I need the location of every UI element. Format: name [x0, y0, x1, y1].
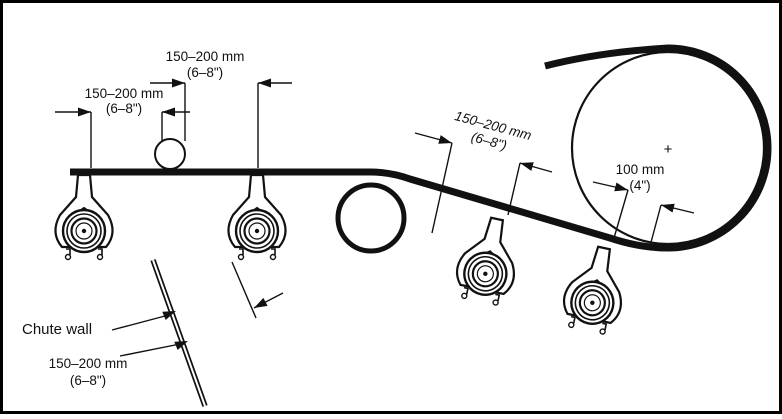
dimension-top-imperial: (6–8") [187, 65, 223, 80]
dimension-chute-imperial: (6–8") [70, 373, 106, 388]
dimension-pulley-metric: 100 mm [616, 162, 665, 177]
dimension-top-metric: 150–200 mm [166, 49, 245, 64]
dimension-top-center: 150–200 mm (6–8") [150, 49, 292, 168]
chute-wall-callout: Chute wall 150–200 mm (6–8") [22, 306, 190, 388]
dimension-left-metric: 150–200 mm [85, 86, 164, 101]
chute-wall-label: Chute wall [22, 321, 92, 338]
dimension-left-imperial: (6–8") [106, 101, 142, 116]
dimension-pulley-imperial: (4") [629, 178, 650, 193]
detector-2-icon [227, 173, 287, 261]
pulley-center-mark: + [664, 141, 673, 158]
snub-pulley [335, 182, 407, 254]
head-pulley [570, 50, 766, 246]
detector-1-icon [54, 173, 114, 261]
conveyor-belt [70, 44, 772, 252]
dimension-left: 150–200 mm (6–8") [55, 86, 190, 168]
detector-4-icon [557, 240, 634, 338]
dimension-chute-metric: 150–200 mm [49, 356, 128, 371]
dimension-pulley: 100 mm (4") [592, 162, 695, 247]
detector-3-icon [450, 211, 527, 309]
dimension-detector-chute [231, 261, 284, 319]
conveyed-object [154, 138, 186, 170]
